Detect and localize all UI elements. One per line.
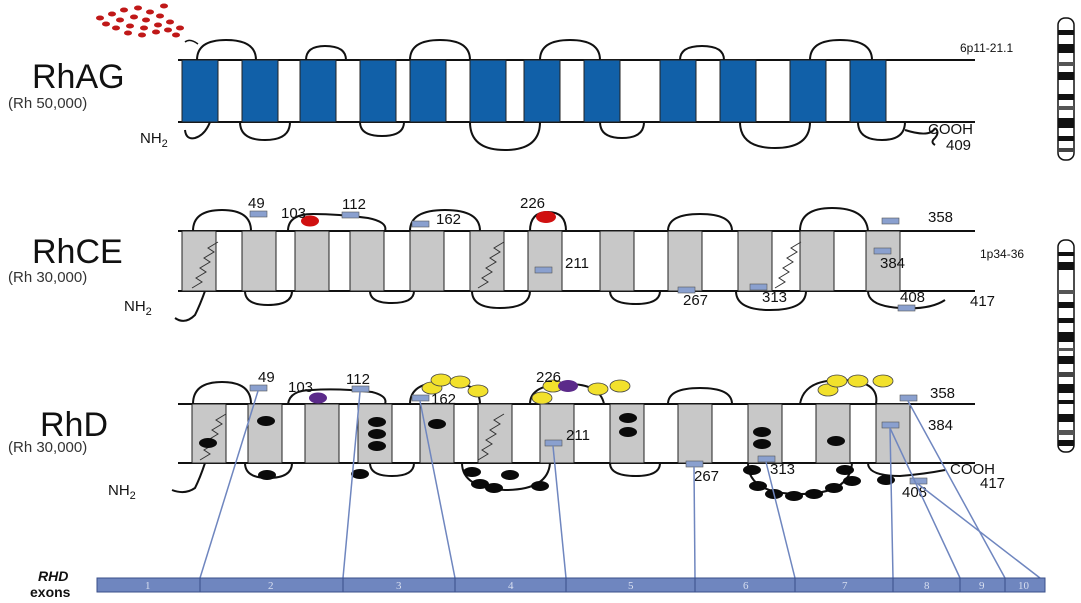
rhag-segment-10 (720, 60, 756, 122)
rhce-segment-9 (668, 231, 702, 291)
rhce-label-49: 49 (248, 195, 265, 212)
rhd-zigzag-helices (200, 414, 504, 460)
rhce-marker-226-dot (536, 211, 556, 223)
exon-1-label: 1 (145, 580, 151, 592)
rhag-cterm: COOH (928, 121, 973, 138)
rhce-label-211: 211 (565, 255, 589, 272)
exon-8-label: 8 (924, 580, 930, 592)
exon-bar-subtitle: exons (30, 584, 71, 600)
rhag-locus-label: 6p11-21.1 (960, 41, 1013, 55)
rhd-marker-358-square (900, 395, 917, 401)
rhd-label-211: 211 (566, 427, 590, 444)
rhce-segment-10 (738, 231, 772, 291)
rhce-segment-1 (182, 231, 216, 291)
rhd-marker-211-square (545, 440, 562, 446)
rhag-nterm: NH2 (140, 130, 168, 150)
rhce-segment-11 (800, 231, 834, 291)
rhd-nterm: NH2 (108, 482, 136, 502)
rhce-segment-7 (528, 231, 562, 291)
rhd-yellow-dots (422, 374, 893, 404)
rhce-label-162: 162 (436, 211, 461, 228)
rhd-protein: 49 103 112 162 226 211 358 384 267 313 4… (8, 369, 1005, 502)
rhce-locus-label: 1p34-36 (980, 247, 1024, 261)
exon-7-label: 7 (842, 580, 848, 592)
rhce-marker-162-square (412, 221, 429, 227)
rhag-name: RhAG (32, 58, 125, 96)
rhd-exon-bar: 1 2 3 4 5 6 7 8 9 10 (97, 578, 1045, 592)
rhce-label-112: 112 (342, 196, 366, 213)
rhag-extracellular-loops (197, 40, 872, 60)
exon-10-label: 10 (1018, 580, 1030, 592)
rhag-segment-11 (790, 60, 826, 122)
rhd-label-103: 103 (288, 379, 313, 396)
rhd-marker-162-square (412, 395, 429, 401)
rhd-segment-3 (305, 404, 339, 463)
rhag-protein: RhAG (Rh 50,000) NH2 COOH 409 (8, 4, 975, 155)
rhag-segment-4 (360, 60, 396, 122)
rhce-marker-384-square (874, 248, 891, 254)
rhce-protein: 49 103 112 162 226 211 358 384 267 313 4… (8, 195, 995, 321)
exon-bar-title: RHD (38, 568, 68, 584)
rhce-label-226: 226 (520, 195, 545, 212)
rhag-segment-9 (660, 60, 696, 122)
rhce-marker-211-square (535, 267, 552, 273)
rhce-name: RhCE (32, 233, 123, 271)
rhce-cterm-position: 417 (970, 293, 995, 310)
exon-5-label: 5 (628, 580, 634, 592)
rhag-glycan-cluster (96, 4, 184, 38)
exon-2-label: 2 (268, 580, 274, 592)
chromosome-6-ideogram (1058, 18, 1074, 160)
rhd-marker-267-square (686, 461, 703, 467)
rhag-segment-1 (182, 60, 218, 122)
rhag-segment-6 (470, 60, 506, 122)
exon-9-label: 9 (979, 580, 985, 592)
rhce-label-267: 267 (683, 292, 708, 309)
rhd-segment-2 (248, 404, 282, 463)
rhd-segment-11 (816, 404, 850, 463)
rhd-segment-9 (678, 404, 712, 463)
rhce-segment-6 (470, 231, 504, 291)
rhce-segment-3 (295, 231, 329, 291)
exon-6-label: 6 (743, 580, 749, 592)
rhd-segment-5 (420, 404, 454, 463)
exon-3-label: 3 (396, 580, 402, 592)
rhd-label-313: 313 (770, 461, 795, 478)
rhag-intracellular-loops (185, 122, 938, 150)
rhag-segment-8 (584, 60, 620, 122)
rhag-segment-12 (850, 60, 886, 122)
rhd-label-162: 162 (431, 391, 456, 408)
rhce-label-408: 408 (900, 289, 925, 306)
rhce-segment-8 (600, 231, 634, 291)
exon-4-label: 4 (508, 580, 514, 592)
rhce-segment-2 (242, 231, 276, 291)
rhd-label-358: 358 (930, 385, 955, 402)
rhag-segment-2 (242, 60, 278, 122)
rhd-label-226: 226 (536, 369, 561, 386)
rhd-label-112: 112 (346, 371, 370, 388)
rhag-segment-3 (300, 60, 336, 122)
rhd-label-384: 384 (928, 417, 953, 434)
rhd-label-267: 267 (694, 468, 719, 485)
rhce-segment-4 (350, 231, 384, 291)
rhag-mass: (Rh 50,000) (8, 95, 87, 112)
rhd-cterm-position: 417 (980, 475, 1005, 492)
rhce-marker-358-square (882, 218, 899, 224)
rhag-transmembrane-segments (182, 60, 886, 122)
chromosome-1-ideogram (1058, 240, 1074, 452)
rhag-segment-5 (410, 60, 446, 122)
rhce-mass: (Rh 30,000) (8, 269, 87, 286)
rhce-segment-5 (410, 231, 444, 291)
rhag-cterm-position: 409 (946, 137, 971, 154)
rhce-label-103: 103 (281, 205, 306, 222)
rhd-marker-384-square (882, 422, 899, 428)
rhce-label-313: 313 (762, 289, 787, 306)
rhce-label-384: 384 (880, 255, 905, 272)
rhd-transmembrane-segments (192, 404, 910, 463)
rhce-nterm: NH2 (124, 298, 152, 318)
rhag-segment-7 (524, 60, 560, 122)
rhd-label-49: 49 (258, 369, 275, 386)
rhd-mass: (Rh 30,000) (8, 439, 87, 456)
rhce-label-358: 358 (928, 209, 953, 226)
